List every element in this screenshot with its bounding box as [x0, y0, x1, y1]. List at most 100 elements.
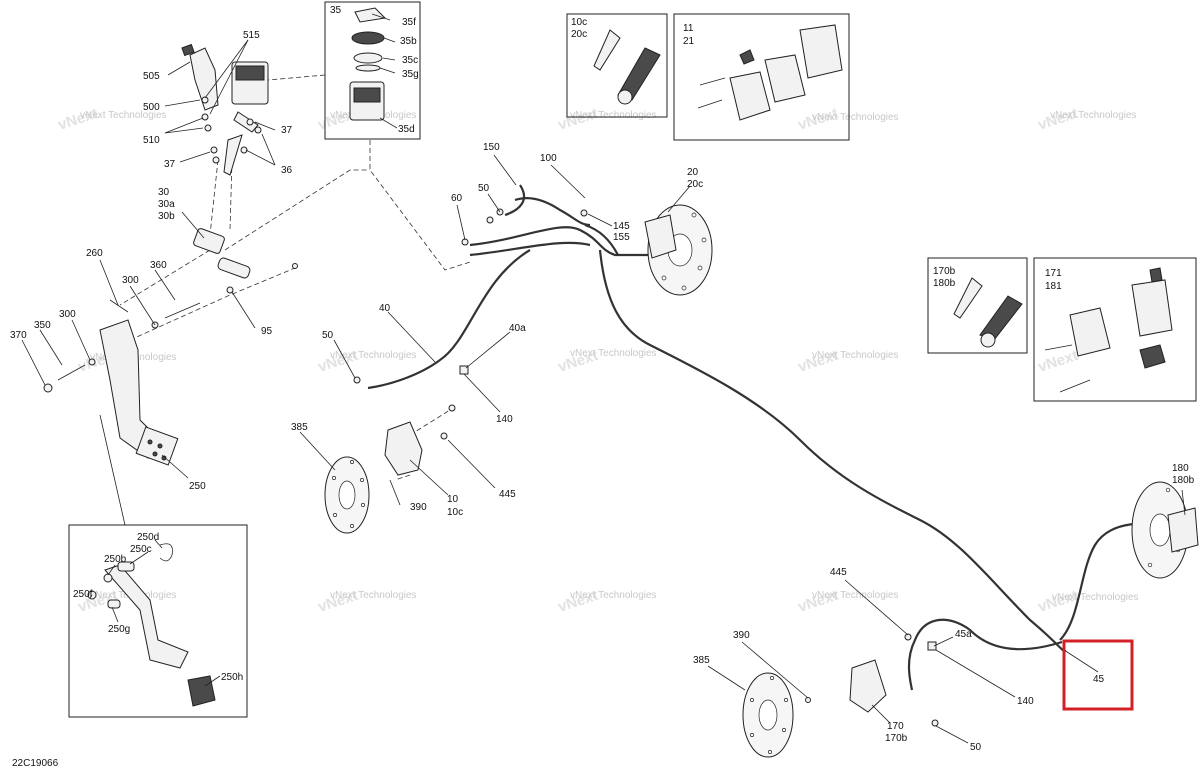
rear-main-line — [598, 249, 1067, 653]
callout-150: 150 — [483, 142, 500, 153]
pedal-assembly — [43, 228, 298, 466]
gasket-part — [355, 64, 381, 72]
brake-pad — [729, 71, 771, 121]
front-hose-upper — [504, 184, 526, 217]
disc-hole — [332, 476, 336, 480]
bleeder-inset-front — [566, 13, 668, 118]
callout-45-highlighted: 45 — [1093, 674, 1105, 685]
bleeder-screw — [593, 29, 621, 71]
disc-hole — [697, 265, 703, 271]
disc-hole — [661, 275, 667, 281]
callout-300: 300 — [59, 309, 76, 320]
brake-pad — [799, 24, 843, 79]
bolt-part — [292, 263, 298, 269]
bleeder-front-parts — [593, 29, 661, 105]
guide-line — [267, 74, 326, 81]
callout-515: 515 — [243, 30, 260, 41]
watermark-text: vNext Technologies — [1050, 110, 1137, 121]
callout-180b: 180b — [1172, 475, 1195, 486]
master-cylinder-group — [181, 43, 269, 176]
reservoir-body-detail — [353, 87, 381, 103]
pad-kit-front-parts — [697, 24, 843, 121]
reservoir-cap — [235, 65, 265, 81]
guide-line — [409, 409, 451, 436]
callout-260: 260 — [86, 248, 103, 259]
washer-part — [246, 118, 254, 126]
callout-30a: 30a — [158, 199, 175, 210]
pedal-pad-hole — [157, 443, 163, 449]
pin-part — [699, 77, 726, 86]
bolt-part — [448, 404, 456, 412]
pedal-pad-hole — [152, 451, 158, 457]
bolt-part — [931, 719, 939, 727]
callout-140: 140 — [1017, 696, 1034, 707]
rear-left-caliper — [849, 659, 887, 713]
brake-pad — [764, 54, 806, 103]
clip-part — [927, 641, 937, 651]
callout-21: 21 — [683, 36, 695, 47]
disc-hub — [758, 699, 778, 731]
disc-hole — [681, 285, 687, 291]
watermark-text: vNext Technologies — [330, 350, 417, 361]
rear-hose-left — [907, 618, 1063, 691]
bracket-part — [189, 47, 219, 111]
callout-37: 37 — [164, 159, 176, 170]
pad-kit-inset-front — [673, 13, 850, 141]
pivot-bolt — [164, 302, 201, 319]
pedal-pad-hole — [147, 439, 153, 445]
watermark-text: vNext Technologies — [80, 110, 167, 121]
banjo-bolt — [486, 216, 494, 224]
callout-350: 350 — [34, 320, 51, 331]
disc-hub — [338, 480, 356, 510]
front-left-caliper — [384, 421, 423, 476]
bleeder-screw — [953, 277, 983, 319]
callout-445: 445 — [830, 567, 847, 578]
callout-45a: 45a — [955, 629, 972, 640]
brake-pad — [1069, 307, 1111, 357]
callout-10c: 10c — [571, 17, 587, 28]
callout-250f: 250f — [73, 589, 93, 600]
pushrod-boot — [217, 257, 251, 279]
pin-part — [697, 99, 723, 109]
guide-line — [129, 267, 296, 341]
diaphragm-part — [353, 52, 383, 64]
callout-170b: 170b — [885, 733, 908, 744]
pivot-shaft — [57, 364, 86, 381]
callout-40: 40 — [379, 303, 391, 314]
front-hose-right — [469, 226, 650, 257]
callout-30b: 30b — [158, 211, 175, 222]
callout-500: 500 — [143, 102, 160, 113]
watermark-text: vNext Technologies — [1052, 592, 1139, 603]
watermark-text: vNext Technologies — [812, 590, 899, 601]
reservoir-kit-inset — [324, 1, 421, 140]
highlight-box — [1062, 639, 1134, 711]
bleeder-inset-rear — [927, 257, 1028, 354]
callout-35b: 35b — [400, 36, 417, 47]
bleeder-cap-ring — [980, 332, 996, 348]
pin-part — [1059, 379, 1091, 393]
fittings — [353, 208, 939, 727]
disc-hole — [770, 676, 774, 680]
bushing-part — [107, 599, 121, 609]
bolt-part — [201, 113, 209, 121]
banjo-bolt — [353, 376, 361, 384]
disc-hole — [782, 728, 786, 732]
clip-part — [181, 43, 195, 57]
watermark-text: vNext Technologies — [570, 110, 657, 121]
bleeder-rear-parts — [953, 277, 1023, 348]
washer-part — [254, 126, 262, 134]
callout-170: 170 — [887, 721, 904, 732]
disc-hub — [1149, 513, 1171, 547]
reservoir-kit-parts — [349, 7, 387, 121]
pedal-arm — [104, 564, 189, 669]
callout-60: 60 — [451, 193, 463, 204]
front-right-caliper — [644, 214, 677, 259]
disc-hole — [691, 212, 697, 218]
callout-250c: 250c — [130, 544, 152, 555]
disc-hole — [1147, 562, 1153, 568]
callout-50: 50 — [478, 183, 490, 194]
disc-hole — [1165, 487, 1171, 493]
callout-95: 95 — [261, 326, 273, 337]
rear-right-caliper — [1167, 507, 1199, 553]
